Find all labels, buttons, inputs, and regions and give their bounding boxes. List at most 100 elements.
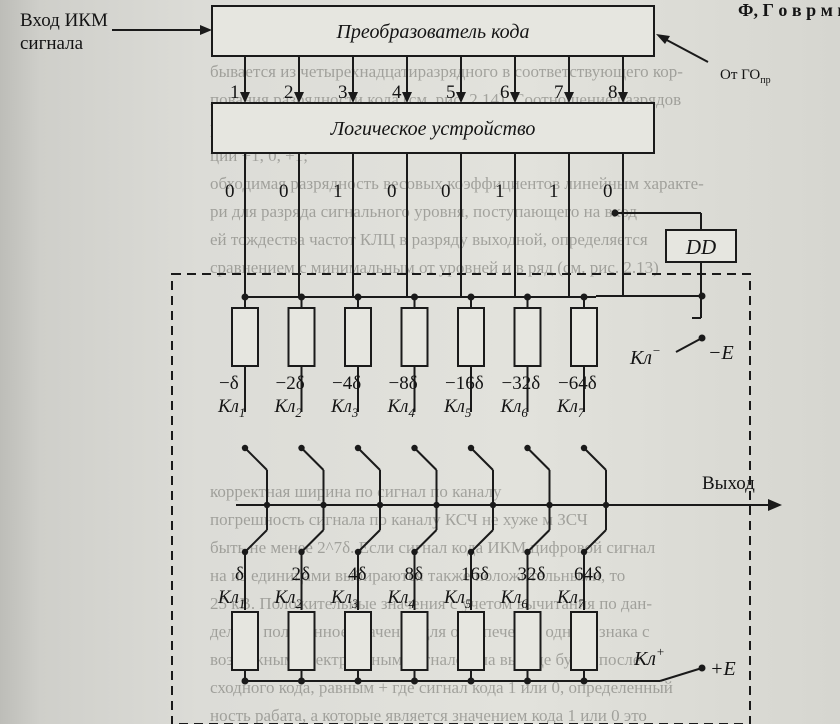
- bottom-rail-node: [467, 677, 475, 685]
- positive-switch-label: Кл7: [556, 587, 585, 611]
- positive-weight-label: 2δ: [292, 564, 311, 585]
- top-rail-node: [524, 293, 531, 301]
- converter-output-label: 5: [446, 82, 456, 103]
- logic-device-label: Логическое устройство: [330, 118, 536, 140]
- positive-weight-label: 8δ: [405, 564, 424, 585]
- positive-switch-blade[interactable]: [470, 529, 494, 553]
- minus-switch-node: [698, 292, 706, 300]
- converter-output-arrowhead: [348, 92, 358, 103]
- bottom-rail-node: [298, 677, 305, 685]
- converter-output-arrowhead: [510, 92, 520, 103]
- converter-output-label: 7: [554, 82, 564, 103]
- negative-resistor: [513, 307, 542, 367]
- top-rail-node: [241, 293, 249, 301]
- negative-switch-label: Кл1: [217, 396, 245, 420]
- converter-output-arrowhead: [294, 92, 304, 103]
- plus-switch-blade: [659, 667, 703, 682]
- logic-output-label: 0: [441, 181, 451, 202]
- background-text-line: бывается из четырехнадцатиразрядного в с…: [210, 62, 683, 81]
- bottom-rail-node: [580, 677, 588, 685]
- background-text-line: ей тождества частот КЛЦ в разряду выходн…: [210, 230, 648, 249]
- converter-output-arrowhead: [564, 92, 574, 103]
- bottom-rail-node: [241, 677, 249, 685]
- switch-minus-label: Кл−: [629, 343, 661, 369]
- positive-resistor: [231, 611, 259, 671]
- negative-switch-label: Кл3: [330, 396, 359, 420]
- negative-switch-blade[interactable]: [413, 447, 438, 471]
- positive-switch-blade[interactable]: [357, 529, 381, 553]
- converter-output-label: 4: [392, 82, 402, 103]
- positive-switch-blade[interactable]: [583, 529, 607, 553]
- gen-source-line: [662, 37, 709, 63]
- background-text-line: на из единицами выбираются также положит…: [210, 566, 626, 585]
- negative-switch-blade[interactable]: [300, 447, 325, 471]
- converter-output-label: 3: [338, 82, 348, 103]
- positive-weight-label: 16δ: [461, 564, 489, 585]
- negative-resistor: [344, 307, 372, 367]
- positive-switch-blade[interactable]: [526, 529, 551, 553]
- top-rail-node: [580, 293, 588, 301]
- negative-switch-blade[interactable]: [357, 447, 381, 471]
- converter-output-label: 1: [230, 82, 240, 103]
- negative-switch-blade[interactable]: [244, 447, 268, 471]
- negative-weight-label: −2δ: [276, 373, 305, 394]
- negative-switch-label: Кл5: [443, 396, 472, 420]
- logic-output-label: 0: [387, 181, 397, 202]
- negative-weight-label: −16δ: [445, 373, 484, 394]
- background-text-line: обходимая разрядность весовых коэффициен…: [210, 174, 704, 193]
- background-text-line: ность рабата, а которые является значени…: [210, 706, 647, 724]
- negative-switch-blade[interactable]: [470, 447, 494, 471]
- positive-switch-blade[interactable]: [413, 529, 438, 553]
- converter-output-label: 8: [608, 82, 618, 103]
- top-rail-node: [411, 293, 418, 301]
- positive-weight-label: δ: [235, 564, 244, 585]
- background-text-line: сходного кода, равным + где сигнал кода …: [210, 678, 673, 697]
- logic-output-label: 1: [549, 181, 559, 202]
- resistor-ladder: −δКл1δКл1−2δКл22δКл2−4δКл34δКл3−8δКл48δК…: [217, 293, 610, 685]
- negative-switch-blade[interactable]: [526, 447, 551, 471]
- negative-resistor: [400, 307, 429, 367]
- positive-weight-label: 32δ: [518, 564, 546, 585]
- neg-supply-label: −E: [708, 342, 734, 364]
- background-text-line: сравнением с минимальным от уровней и в …: [210, 258, 659, 277]
- code-converter-label: Преобразователь кода: [335, 21, 529, 43]
- positive-weight-label: 64δ: [574, 564, 602, 585]
- logic-output-label: 0: [603, 181, 613, 202]
- background-text-line: корректная ширина по сигнал по каналу: [210, 482, 502, 501]
- gen-source-label: От ГОпр: [720, 67, 771, 86]
- positive-switch-blade[interactable]: [300, 529, 325, 553]
- output-label: Выход: [702, 473, 755, 494]
- switch-plus-label: Кл+: [633, 644, 665, 670]
- dd-block: [665, 229, 737, 263]
- code-converter-block: [211, 5, 655, 57]
- minus-switch-blade: [675, 337, 703, 353]
- logic-output-label: 0: [225, 181, 235, 202]
- bottom-rail-node: [524, 677, 531, 685]
- negative-switch-blade[interactable]: [583, 447, 607, 471]
- positive-resistor: [513, 611, 542, 671]
- positive-switch-label: Кл3: [330, 587, 359, 611]
- positive-switch-label: Кл5: [443, 587, 472, 611]
- positive-resistor: [570, 611, 598, 671]
- negative-resistor: [570, 307, 598, 367]
- input-label-line1: Вход ИКМ: [20, 10, 108, 31]
- converter-output-arrowhead: [618, 92, 628, 103]
- bottom-rail-node: [411, 677, 418, 685]
- background-text-line: ри для разряда сигнального уровня, посту…: [210, 202, 638, 221]
- negative-switch-label: Кл6: [500, 396, 529, 420]
- plus-switch-node: [698, 664, 706, 672]
- positive-switch-label: Кл2: [274, 587, 303, 611]
- gen-source-arrowhead: [656, 34, 670, 44]
- positive-switch-label: Кл6: [500, 587, 529, 611]
- positive-switch-label: Кл1: [217, 587, 245, 611]
- positive-switch-blade[interactable]: [244, 529, 268, 553]
- negative-weight-label: −4δ: [332, 373, 361, 394]
- pos-supply-label: +E: [710, 658, 736, 680]
- dd-label: DD: [685, 235, 716, 259]
- positive-resistor: [344, 611, 372, 671]
- negative-resistor: [287, 307, 316, 367]
